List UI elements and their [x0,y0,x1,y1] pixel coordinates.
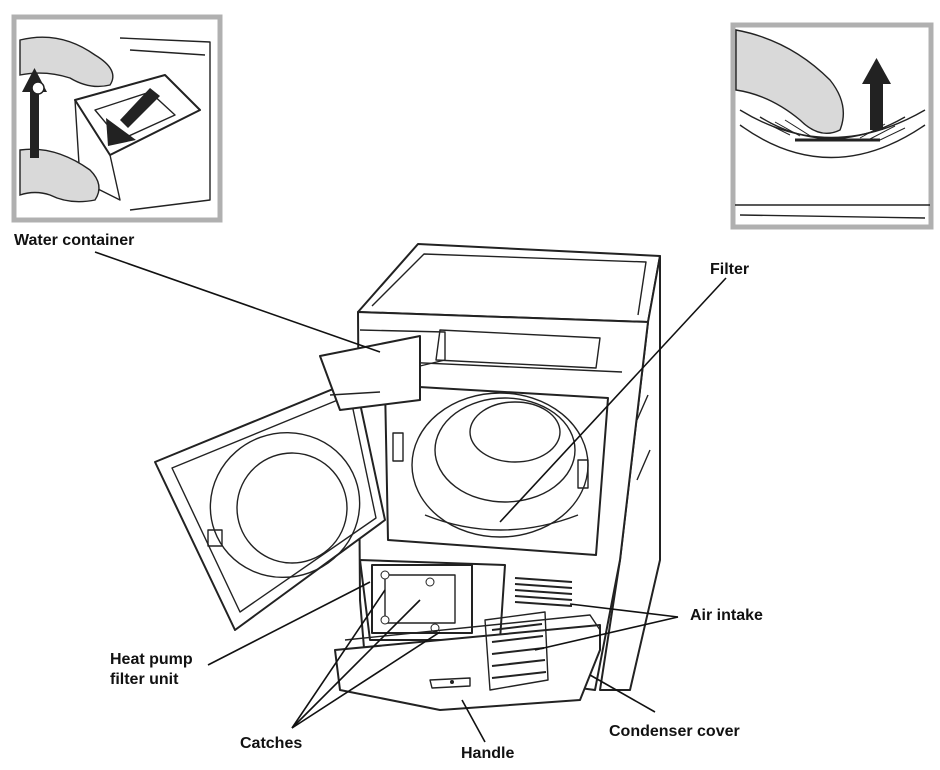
arrow-up-icon [22,68,47,158]
arrow-up-icon [862,58,891,130]
arrow-down-icon [106,88,160,146]
label-catches: Catches [240,735,302,752]
label-water-container: Water container [14,232,134,249]
label-air-intake: Air intake [690,607,763,624]
dryer-illustration [154,243,661,711]
label-handle: Handle [461,745,514,762]
label-heat-pump-line1: Heat pump [110,651,193,668]
leader-lines [94,251,727,743]
label-condenser-cover: Condenser cover [609,723,740,740]
inset-filter [730,22,934,230]
label-filter: Filter [710,261,749,278]
label-heat-pump-line2: filter unit [110,671,179,688]
inset-water-container [11,14,223,223]
